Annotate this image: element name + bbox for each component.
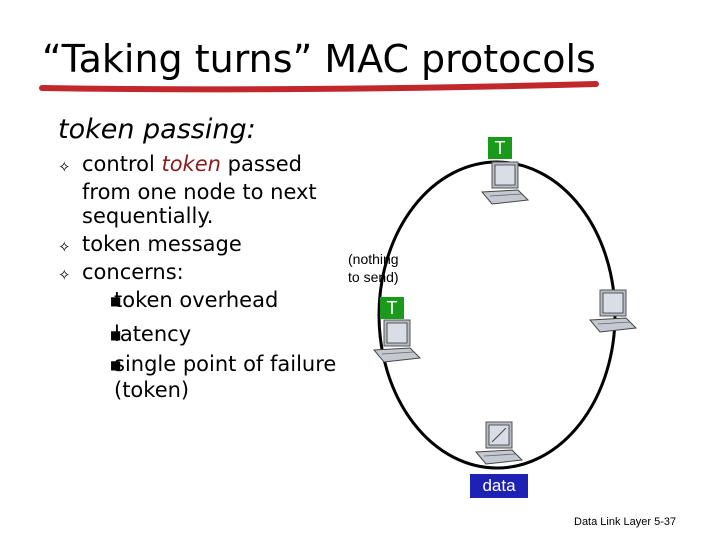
computer-icon <box>474 421 524 465</box>
sub-bullet-marker-icon: ■ <box>110 294 122 308</box>
sub-bullet-1: token overhead <box>114 288 279 312</box>
token-badge: T <box>380 297 404 319</box>
bullet-1-line-3: sequentially. <box>82 204 214 228</box>
computer-icon <box>480 161 530 205</box>
nothing-to-send-label: (nothing to send) <box>348 251 399 285</box>
subtitle: token passing: <box>58 114 256 145</box>
slide-title: “Taking turns” MAC protocols <box>42 37 596 81</box>
bullet-marker-icon: ✧ <box>58 158 71 176</box>
sub-bullet-3-line-2: (token) <box>114 378 190 402</box>
computer-icon <box>372 319 422 363</box>
token-badge: T <box>488 137 512 159</box>
bullet-2: token message <box>82 232 242 256</box>
bullet-1-line-2: from one node to next <box>82 180 317 204</box>
computer-icon <box>588 289 638 333</box>
bullet-3: concerns: <box>82 260 184 284</box>
sub-bullet-marker-icon: ■ <box>110 358 122 372</box>
token-keyword: token <box>161 152 221 176</box>
bullet-marker-icon: ✧ <box>58 238 71 256</box>
bullet-marker-icon: ✧ <box>58 266 71 284</box>
sub-bullet-marker-icon: ■ <box>110 328 122 342</box>
bullet-1: control token passed <box>82 152 302 176</box>
sub-bullet-3: single point of failure <box>114 352 337 376</box>
footer: Data Link Layer 5-37 <box>574 516 677 528</box>
sub-bullet-2: latency <box>114 322 192 346</box>
data-badge: data <box>470 474 528 498</box>
